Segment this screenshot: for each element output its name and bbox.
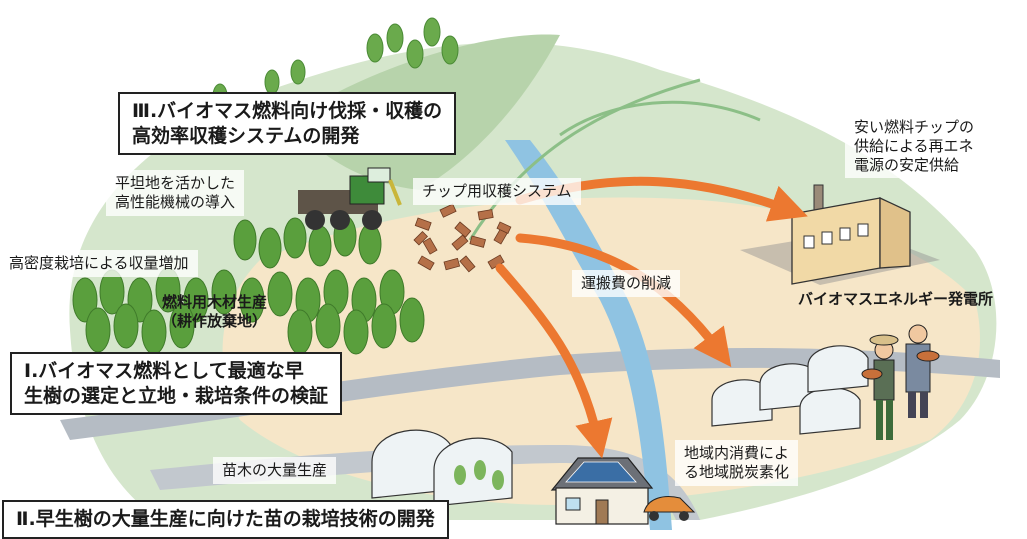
label-chip-system: チップ用収穫システム (413, 178, 581, 205)
greenhouses-right (711, 345, 869, 435)
title-seedling-cultivation: Ⅱ.早生樹の大量生産に向けた苗の栽培技術の開発 (2, 500, 449, 539)
label-seedlings: 苗木の大量生産 (213, 457, 337, 484)
label-local-consumption: 地域内消費によ る地域脱炭素化 (675, 440, 799, 486)
label-power-plant: バイオマスエネルギー発電所 (798, 290, 994, 308)
river (505, 140, 672, 530)
title-tree-selection: Ⅰ.バイオマス燃料として最適な早 生樹の選定と立地・栽培条件の検証 (10, 352, 343, 416)
title-harvest-system: Ⅲ.バイオマス燃料向け伐採・収穫の 高効率収穫システムの開発 (118, 92, 457, 156)
house-with-solar (550, 457, 654, 525)
hill-line-2 (559, 100, 761, 137)
hill-trees (212, 17, 459, 109)
farmers (861, 324, 940, 440)
wood-chips (413, 203, 512, 273)
field (222, 197, 980, 505)
arrow-to-house (495, 263, 613, 459)
car (643, 496, 696, 521)
forest (72, 215, 425, 355)
power-plant (740, 184, 940, 285)
label-cheap-fuel: 安い燃料チップの 供給による再エネ 電源の安定供給 (845, 114, 984, 179)
label-high-density: 高密度栽培による収量増加 (0, 250, 198, 277)
label-transport: 運搬費の削減 (572, 270, 681, 297)
harvester-machine (298, 167, 402, 230)
label-fuel-wood: 燃料用木材生産 （耕作放棄地） (162, 293, 268, 330)
label-flat-land: 平坦地を活かした 高性能機械の導入 (106, 170, 245, 216)
greenhouses-left (371, 429, 513, 507)
